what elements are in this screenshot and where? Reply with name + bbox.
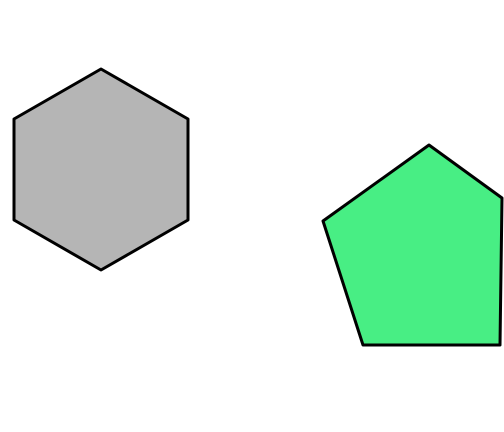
green-pentagon xyxy=(321,143,504,347)
gray-hexagon xyxy=(12,67,190,272)
